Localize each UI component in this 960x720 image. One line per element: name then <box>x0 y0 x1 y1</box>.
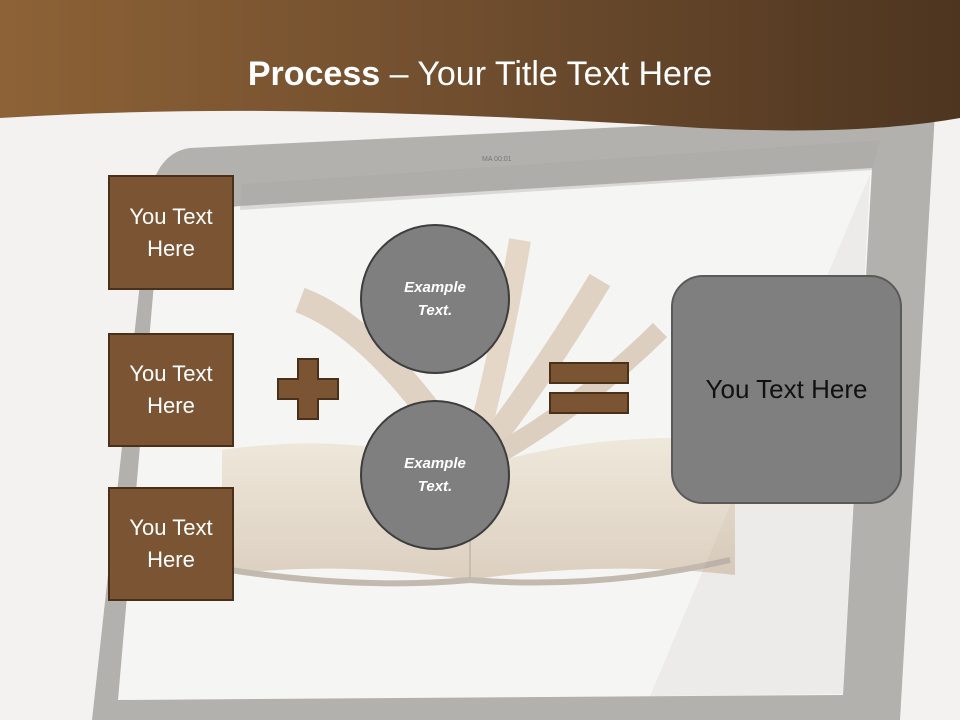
input-box-2: You Text Here <box>108 333 234 447</box>
page-title: Process – Your Title Text Here <box>0 52 960 96</box>
plus-icon <box>277 358 339 420</box>
header-band <box>0 0 960 131</box>
equals-icon <box>549 362 629 414</box>
title-bold: Process <box>247 55 381 93</box>
input-box-1: You Text Here <box>108 175 234 290</box>
tablet-clock-label: MA 00:01 <box>482 156 512 163</box>
example-circle-2: Example Text. <box>360 400 510 550</box>
input-box-3: You Text Here <box>108 487 234 601</box>
result-box: You Text Here <box>671 275 902 504</box>
title-rest: – Your Title Text Here <box>380 55 713 93</box>
example-circle-1: Example Text. <box>360 224 510 374</box>
